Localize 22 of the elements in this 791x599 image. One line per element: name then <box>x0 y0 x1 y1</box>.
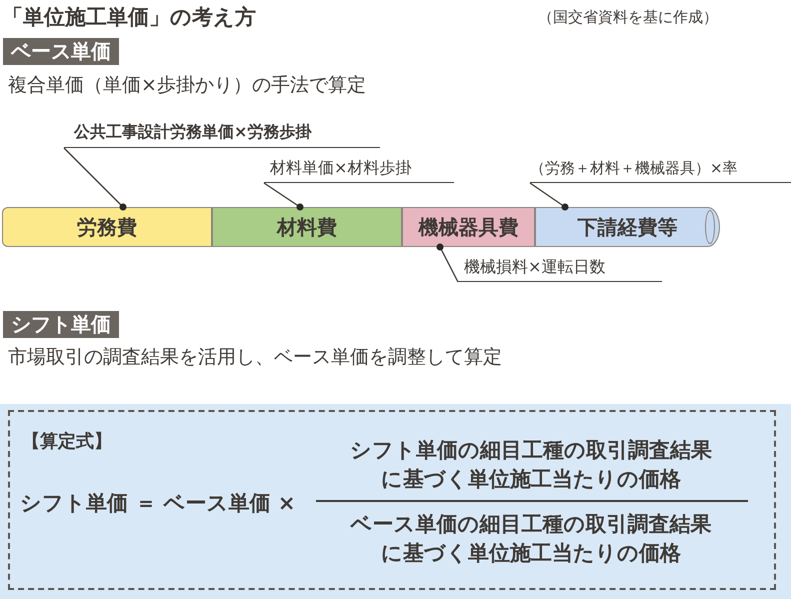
leader-text: 材料単価×材料歩掛 <box>264 156 454 183</box>
cost-segment: 下請経費等 <box>535 207 720 247</box>
description-text: 市場取引の調査結果を活用し、ベース単価を調整して算定 <box>8 345 502 370</box>
title: 「単位施工単価」の考え方 <box>2 4 256 31</box>
leader-text: 公共工事設計労務単価×労務歩掛 <box>64 120 380 148</box>
leader-line <box>64 148 126 210</box>
formula-left-side: シフト単価 ＝ ベース単価 × <box>20 490 296 517</box>
cost-segment: 労務費 <box>2 207 212 247</box>
leader-line <box>436 244 459 282</box>
formula-heading: 【算定式】 <box>22 430 112 454</box>
description-text: 複合単価（単価×歩掛かり）の手法で算定 <box>8 73 366 98</box>
fraction-numerator: シフト単価の細目工種の取引調査結果に基づく単位施工当たりの価格 <box>349 437 713 493</box>
section-badge: ベース単価 <box>3 38 119 65</box>
leader-line <box>264 182 304 210</box>
leader-line <box>530 182 568 210</box>
section-badge: シフト単価 <box>3 311 119 338</box>
leader-text: 機械損料×運転日数 <box>458 255 662 282</box>
leader-text: （労務＋材料＋機械器具）×率 <box>530 156 791 183</box>
source-note: （国交省資料を基に作成） <box>538 7 718 28</box>
cost-segment: 機械器具費 <box>402 207 535 247</box>
cost-segment: 材料費 <box>212 207 402 247</box>
fraction-denominator: ベース単価の細目工種の取引調査結果に基づく単位施工当たりの価格 <box>349 511 712 567</box>
